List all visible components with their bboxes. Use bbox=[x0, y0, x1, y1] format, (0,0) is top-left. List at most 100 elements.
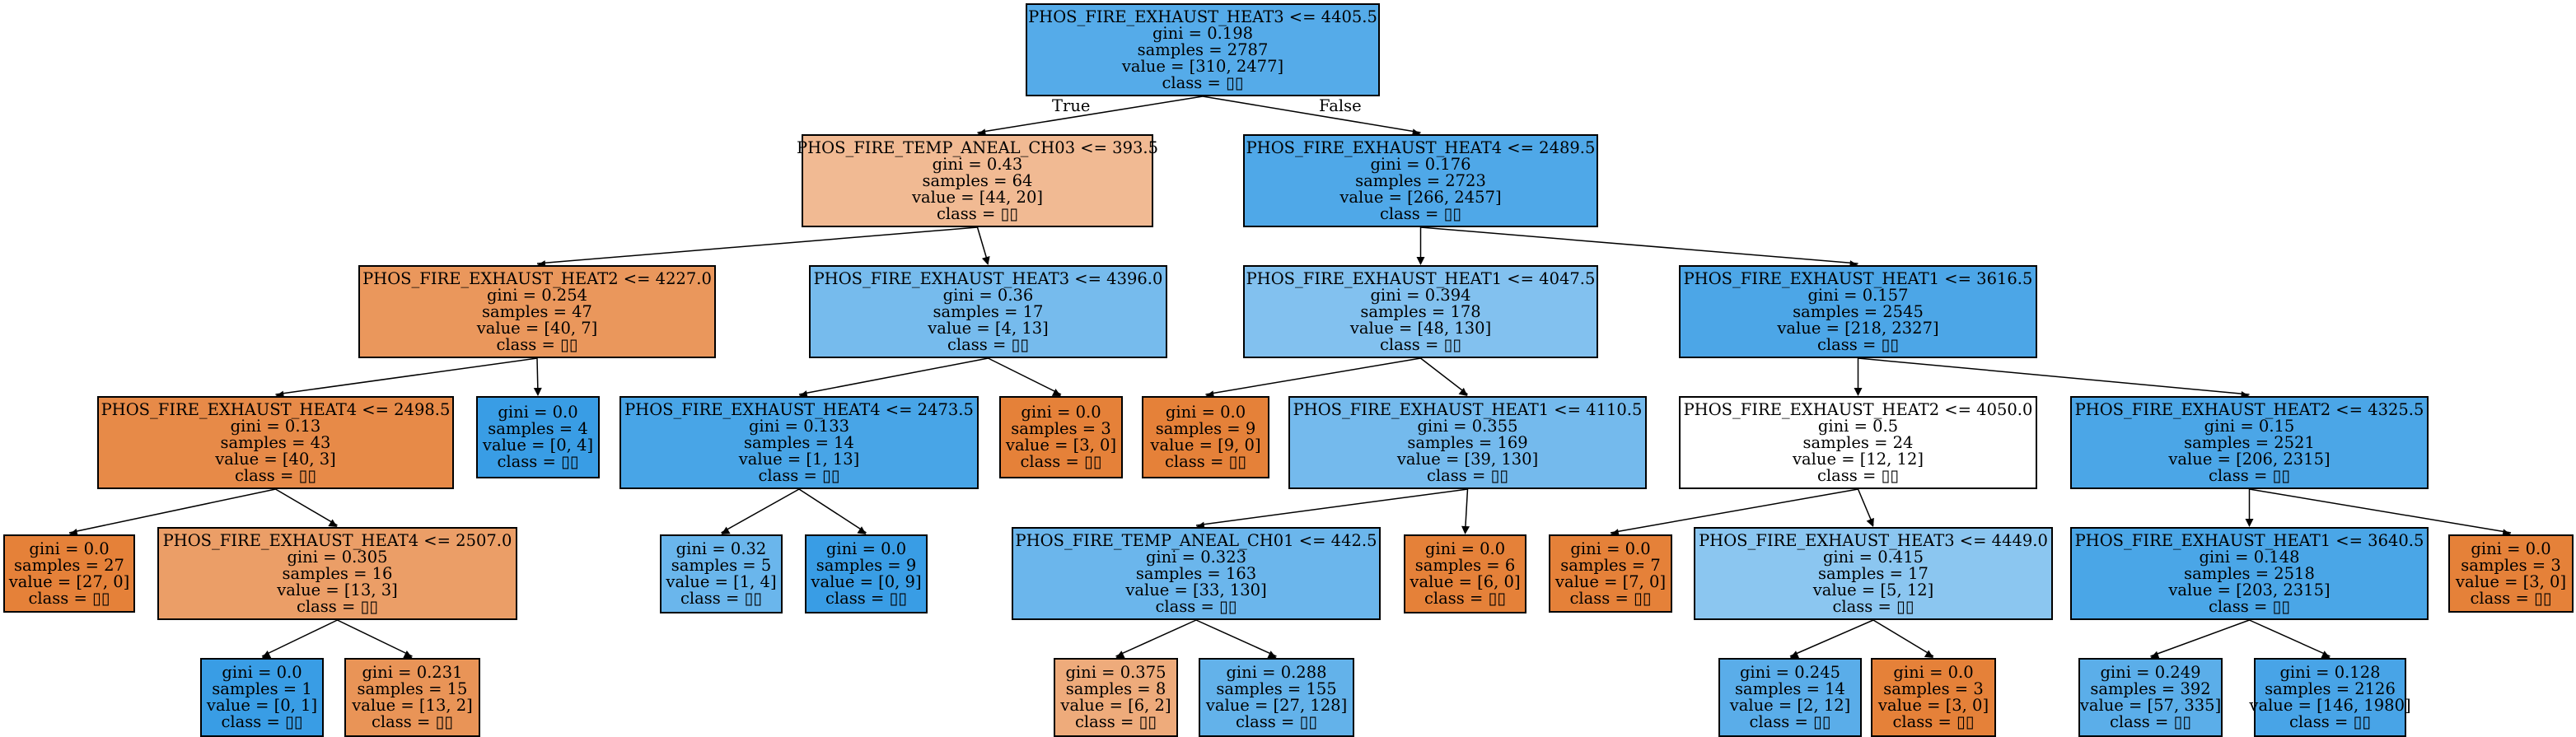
edge-arrowhead bbox=[328, 519, 338, 527]
node-samples: samples = 3 bbox=[2461, 555, 2561, 575]
tree-edge bbox=[68, 488, 276, 534]
node-samples: samples = 178 bbox=[1360, 301, 1481, 321]
node-value: value = [203, 2315] bbox=[2168, 580, 2331, 599]
node-split-label: PHOS_FIRE_EXHAUST_HEAT4 <= 2489.5 bbox=[1246, 138, 1596, 157]
node-gini: gini = 0.157 bbox=[1807, 285, 1909, 305]
tree-edge bbox=[977, 96, 1204, 133]
node-gini: gini = 0.415 bbox=[1822, 547, 1924, 567]
tree-edge bbox=[1420, 357, 1468, 395]
node-split-label: PHOS_FIRE_TEMP_ANEAL_CH01 <= 442.5 bbox=[1015, 530, 1377, 550]
node-class: class = ▯▯ bbox=[2209, 465, 2290, 485]
tree-edge bbox=[798, 357, 989, 395]
node-samples: samples = 17 bbox=[933, 301, 1044, 321]
node-split-label: PHOS_FIRE_EXHAUST_HEAT1 <= 3616.5 bbox=[1683, 268, 2033, 288]
node-class: class = ▯▯ bbox=[1075, 712, 1157, 731]
node-split-label: PHOS_FIRE_EXHAUST_HEAT2 <= 4227.0 bbox=[362, 268, 712, 288]
node-samples: samples = 24 bbox=[1802, 432, 1914, 452]
edge-arrowhead bbox=[403, 651, 413, 658]
node-gini: gini = 0.0 bbox=[1424, 539, 1506, 558]
tree-edge bbox=[721, 488, 800, 534]
node-split-label: PHOS_FIRE_EXHAUST_HEAT1 <= 4110.5 bbox=[1293, 399, 1643, 419]
node-samples: samples = 9 bbox=[816, 556, 917, 575]
node-samples: samples = 17 bbox=[1818, 563, 1928, 583]
node-value: value = [0, 1] bbox=[206, 696, 318, 715]
tree-edge bbox=[1195, 619, 1277, 657]
edge-arrowhead bbox=[1458, 387, 1468, 396]
edge-arrowhead bbox=[721, 526, 731, 534]
node-split-label: PHOS_FIRE_EXHAUST_HEAT2 <= 4325.5 bbox=[2074, 399, 2424, 419]
node-value: value = [4, 13] bbox=[928, 318, 1049, 338]
node-class: class = ▯▯ bbox=[2110, 712, 2191, 731]
node-value: value = [5, 12] bbox=[1812, 580, 1934, 599]
tree-edge bbox=[2249, 488, 2512, 534]
edge-arrowhead bbox=[1115, 651, 1125, 659]
node-value: value = [146, 1980] bbox=[2249, 696, 2411, 715]
node-value: value = [48, 130] bbox=[1349, 318, 1492, 338]
node-gini: gini = 0.375 bbox=[1065, 663, 1166, 682]
node-gini: gini = 0.148 bbox=[2199, 547, 2300, 567]
node-value: value = [39, 130] bbox=[1396, 449, 1539, 469]
tree-edge bbox=[1872, 619, 1934, 657]
tree-edge bbox=[1202, 96, 1421, 133]
node-value: value = [44, 20] bbox=[912, 187, 1043, 207]
node-gini: gini = 0.13 bbox=[230, 416, 321, 436]
node-class: class = ▯▯ bbox=[1155, 596, 1237, 616]
node-class: class = ▯▯ bbox=[1236, 712, 1317, 731]
node-samples: samples = 14 bbox=[1735, 679, 1845, 698]
node-class: class = ▯▯ bbox=[372, 712, 453, 731]
tree-edge bbox=[2150, 619, 2250, 657]
tree-edge bbox=[337, 619, 413, 657]
tree-edge bbox=[1789, 619, 1874, 657]
node-value: value = [206, 2315] bbox=[2168, 449, 2331, 469]
node-gini: gini = 0.0 bbox=[1165, 403, 1246, 422]
node-samples: samples = 3 bbox=[1883, 679, 1984, 698]
node-samples: samples = 169 bbox=[1407, 432, 1528, 452]
node-samples: samples = 2518 bbox=[2184, 563, 2315, 583]
node-value: value = [9, 0] bbox=[1150, 436, 1261, 455]
node-value: value = [3, 0] bbox=[1877, 696, 1989, 715]
node-value: value = [57, 335] bbox=[2079, 696, 2222, 715]
edge-arrowhead bbox=[1924, 650, 1933, 658]
node-gini: gini = 0.198 bbox=[1152, 23, 1254, 43]
node-value: value = [13, 2] bbox=[352, 696, 473, 715]
edge-arrowhead bbox=[1790, 651, 1800, 659]
node-gini: gini = 0.249 bbox=[2100, 663, 2201, 682]
node-samples: samples = 6 bbox=[1414, 556, 1516, 575]
node-samples: samples = 3 bbox=[1011, 419, 1111, 438]
tree-edge bbox=[261, 619, 338, 657]
tree-edge bbox=[798, 488, 867, 534]
node-samples: samples = 2126 bbox=[2265, 679, 2396, 698]
node-class: class = ▯▯ bbox=[1832, 596, 1914, 616]
node-split-label: PHOS_FIRE_EXHAUST_HEAT2 <= 4050.0 bbox=[1683, 399, 2033, 419]
node-gini: gini = 0.0 bbox=[1570, 539, 1651, 558]
node-split-label: PHOS_FIRE_EXHAUST_HEAT4 <= 2507.0 bbox=[162, 530, 512, 550]
node-samples: samples = 14 bbox=[744, 432, 854, 452]
node-split-label: PHOS_FIRE_EXHAUST_HEAT3 <= 4396.0 bbox=[813, 268, 1163, 288]
node-gini: gini = 0.288 bbox=[1226, 663, 1327, 682]
node-samples: samples = 2723 bbox=[1355, 170, 1486, 190]
node-split-label: PHOS_FIRE_EXHAUST_HEAT1 <= 4047.5 bbox=[1246, 268, 1596, 288]
node-value: value = [218, 2327] bbox=[1777, 318, 1939, 338]
node-split-label: PHOS_FIRE_EXHAUST_HEAT4 <= 2473.5 bbox=[624, 399, 974, 419]
node-value: value = [6, 0] bbox=[1410, 572, 1521, 591]
node-class: class = ▯▯ bbox=[680, 589, 762, 608]
node-gini: gini = 0.0 bbox=[29, 539, 110, 558]
tree-edge bbox=[988, 357, 1062, 395]
node-value: value = [27, 0] bbox=[8, 571, 130, 591]
node-samples: samples = 8 bbox=[1065, 679, 1166, 698]
node-class: class = ▯▯ bbox=[235, 465, 316, 485]
tree-edge bbox=[1858, 357, 2250, 395]
node-class: class = ▯▯ bbox=[1569, 588, 1652, 608]
